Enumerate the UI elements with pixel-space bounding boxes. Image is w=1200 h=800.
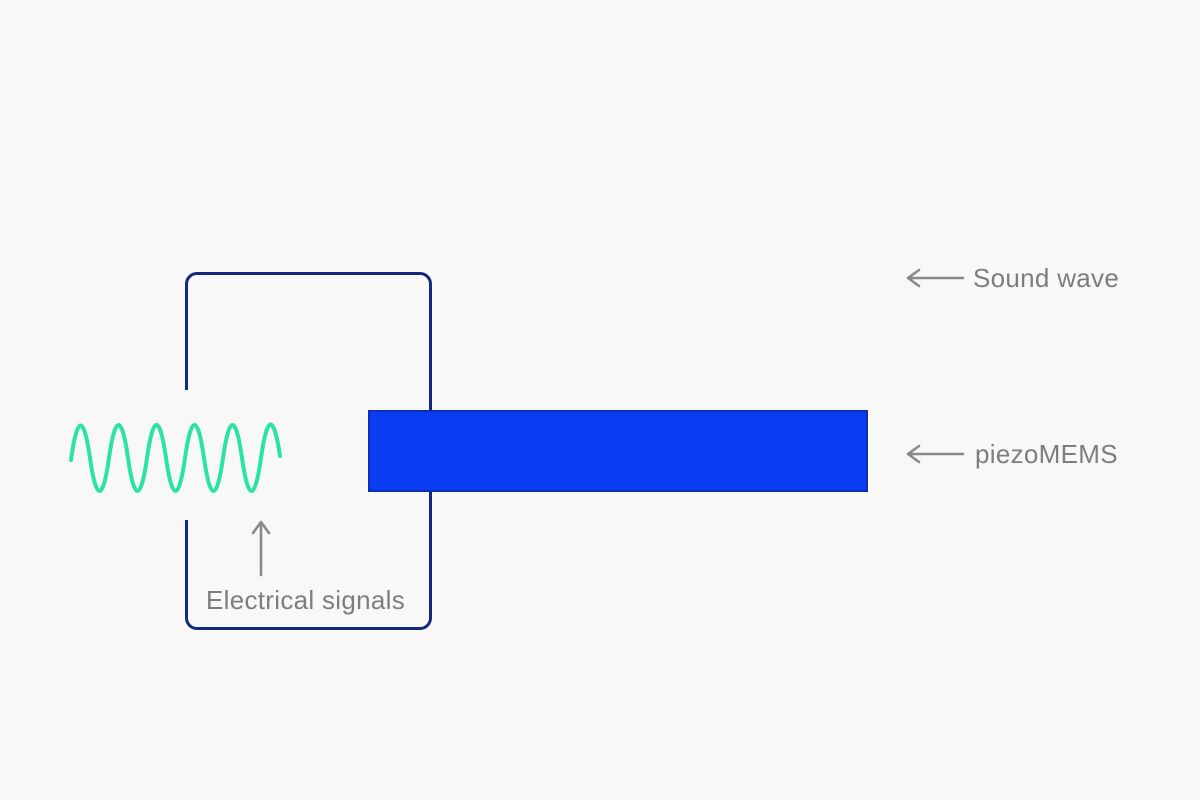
piezomems-arrow-left-icon	[906, 444, 965, 464]
piezomems-label: piezoMEMS	[975, 439, 1118, 469]
electrical-signals-arrow-up-icon	[251, 520, 271, 577]
sound-wave-arrow-left-icon	[906, 268, 965, 288]
electrical-signals-label: Electrical signals	[206, 585, 406, 615]
piezomems-membrane	[368, 410, 868, 492]
electrical-signal-wave-icon	[69, 422, 282, 493]
sound-wave-label: Sound wave	[973, 263, 1120, 293]
